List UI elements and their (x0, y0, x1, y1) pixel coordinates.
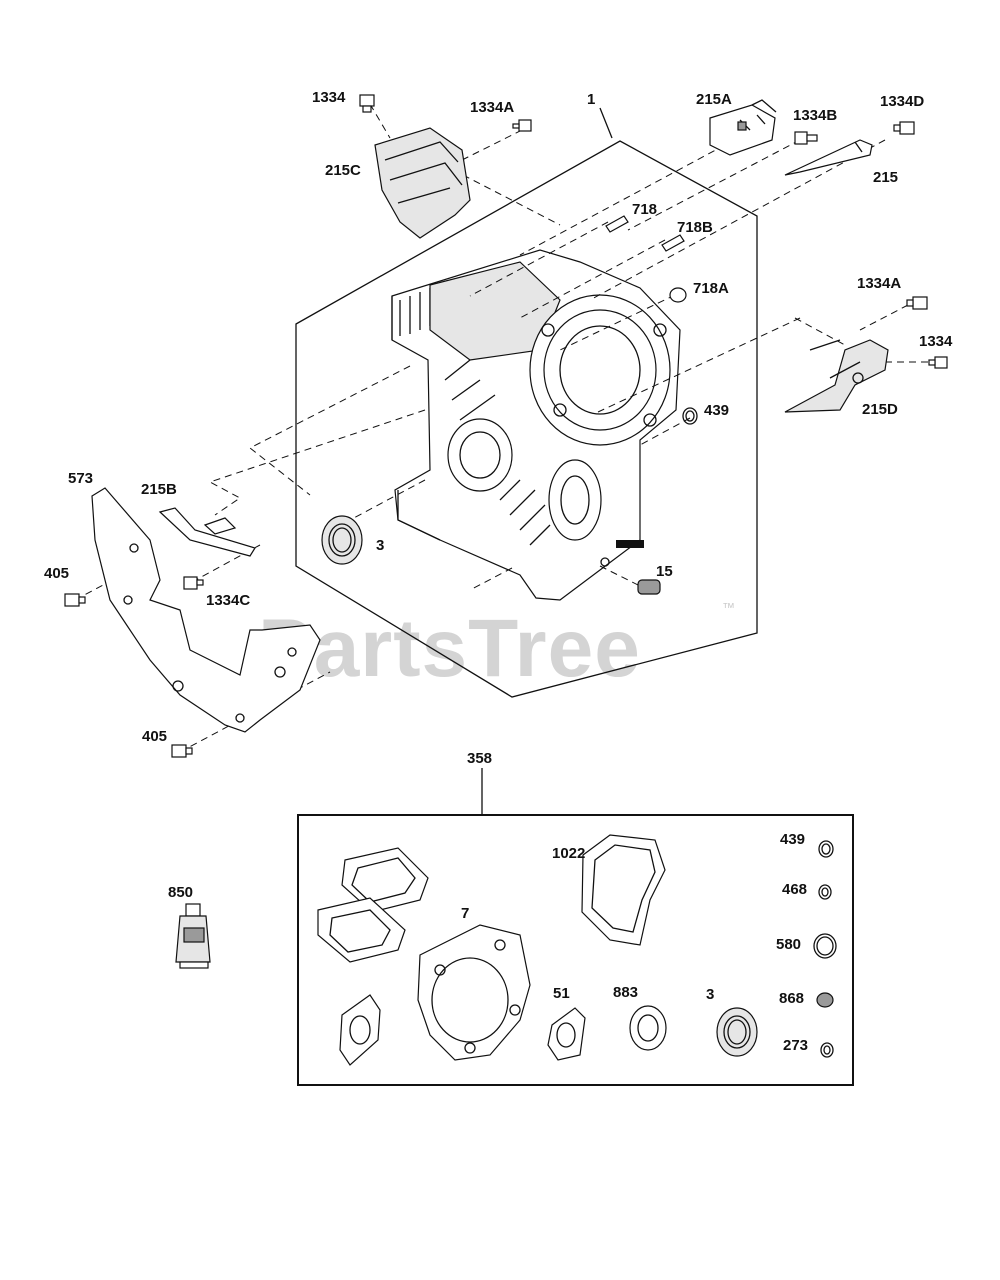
callout-1334A-right[interactable]: 1334A (857, 275, 901, 292)
part-1334C-bolt[interactable] (183, 576, 204, 590)
part-1334-bolt-right[interactable] (928, 356, 948, 369)
callout-580[interactable]: 580 (776, 936, 801, 953)
part-468-oring[interactable] (818, 884, 832, 900)
part-1334A-bolt-right[interactable] (906, 296, 928, 310)
part-exhaust-gasket-upper[interactable] (341, 847, 429, 913)
callout-1334D[interactable]: 1334D (880, 93, 924, 110)
part-3-seal-kit[interactable] (716, 1007, 758, 1057)
callout-718A[interactable]: 718A (693, 280, 729, 297)
callout-51[interactable]: 51 (553, 985, 570, 1002)
callout-439-kit[interactable]: 439 (780, 831, 805, 848)
callout-1334-right[interactable]: 1334 (919, 333, 953, 350)
callout-215A[interactable]: 215A (696, 91, 732, 108)
callout-850[interactable]: 850 (168, 884, 193, 901)
part-215D-shroud[interactable] (784, 339, 889, 413)
callout-215B[interactable]: 215B (141, 481, 177, 498)
engine-block-frame (295, 140, 758, 698)
part-7-head-gasket[interactable] (417, 924, 531, 1061)
part-215-bracket[interactable] (784, 139, 873, 176)
part-1334-bolt-top[interactable] (359, 94, 375, 113)
callout-405-top[interactable]: 405 (44, 565, 69, 582)
part-580-oring[interactable] (813, 933, 837, 959)
callout-1334C[interactable]: 1334C (206, 592, 250, 609)
callout-868[interactable]: 868 (779, 990, 804, 1007)
part-850-sealant-tube[interactable] (175, 903, 211, 969)
callout-1334A-top[interactable]: 1334A (470, 99, 514, 116)
part-1334B-bolt[interactable] (794, 131, 818, 145)
gasket-kit-frame (297, 814, 854, 1086)
part-3-seal-top[interactable] (321, 515, 363, 565)
callout-273[interactable]: 273 (783, 1037, 808, 1054)
part-573-side-cover[interactable] (91, 487, 321, 733)
watermark-trademark: ™ (722, 600, 735, 615)
part-1334D-bolt[interactable] (893, 121, 915, 135)
callout-1[interactable]: 1 (587, 91, 595, 108)
callout-7[interactable]: 7 (461, 905, 469, 922)
part-868-cap[interactable] (816, 992, 834, 1008)
part-215C-shroud[interactable] (374, 127, 471, 239)
part-15-plug[interactable] (637, 579, 661, 595)
part-273-oring[interactable] (820, 1042, 834, 1058)
part-1022-gasket[interactable] (581, 834, 666, 946)
part-51-gasket[interactable] (547, 1007, 586, 1061)
part-intake-gasket[interactable] (339, 994, 381, 1066)
part-405-bolt-bottom[interactable] (171, 744, 193, 758)
part-215A-bracket[interactable] (709, 99, 777, 156)
callout-15[interactable]: 15 (656, 563, 673, 580)
callout-215[interactable]: 215 (873, 169, 898, 186)
callout-215D[interactable]: 215D (862, 401, 898, 418)
callout-1022[interactable]: 1022 (552, 845, 585, 862)
callout-358[interactable]: 358 (467, 750, 492, 767)
callout-468[interactable]: 468 (782, 881, 807, 898)
callout-718[interactable]: 718 (632, 201, 657, 218)
part-718A-dowel[interactable] (669, 287, 687, 303)
callout-439-top[interactable]: 439 (704, 402, 729, 419)
callout-labels: 1 1334 1334A 215C 215A 1334B 1334D 215 7… (44, 89, 953, 1054)
callout-883[interactable]: 883 (613, 984, 638, 1001)
part-215B-bracket[interactable] (158, 507, 256, 557)
part-439-oring-top[interactable] (682, 407, 698, 425)
callout-3-top[interactable]: 3 (376, 537, 384, 554)
part-718B-pin[interactable] (661, 234, 685, 252)
watermark-text: PartsTree (258, 603, 641, 694)
callout-573[interactable]: 573 (68, 470, 93, 487)
part-883-gasket[interactable] (629, 1005, 667, 1051)
callout-405-bottom[interactable]: 405 (142, 728, 167, 745)
callout-1334-top[interactable]: 1334 (312, 89, 346, 106)
callout-215C[interactable]: 215C (325, 162, 361, 179)
part-exhaust-gasket-lower[interactable] (317, 897, 406, 963)
callout-1334B[interactable]: 1334B (793, 107, 837, 124)
callout-3-kit[interactable]: 3 (706, 986, 714, 1003)
callout-lines (481, 107, 613, 814)
part-718-pin[interactable] (605, 215, 629, 233)
part-405-bolt-top[interactable] (64, 593, 86, 607)
part-439-oring-kit[interactable] (818, 840, 834, 858)
callout-718B[interactable]: 718B (677, 219, 713, 236)
engine-block[interactable] (391, 249, 681, 601)
part-1334A-bolt-top[interactable] (512, 119, 532, 132)
